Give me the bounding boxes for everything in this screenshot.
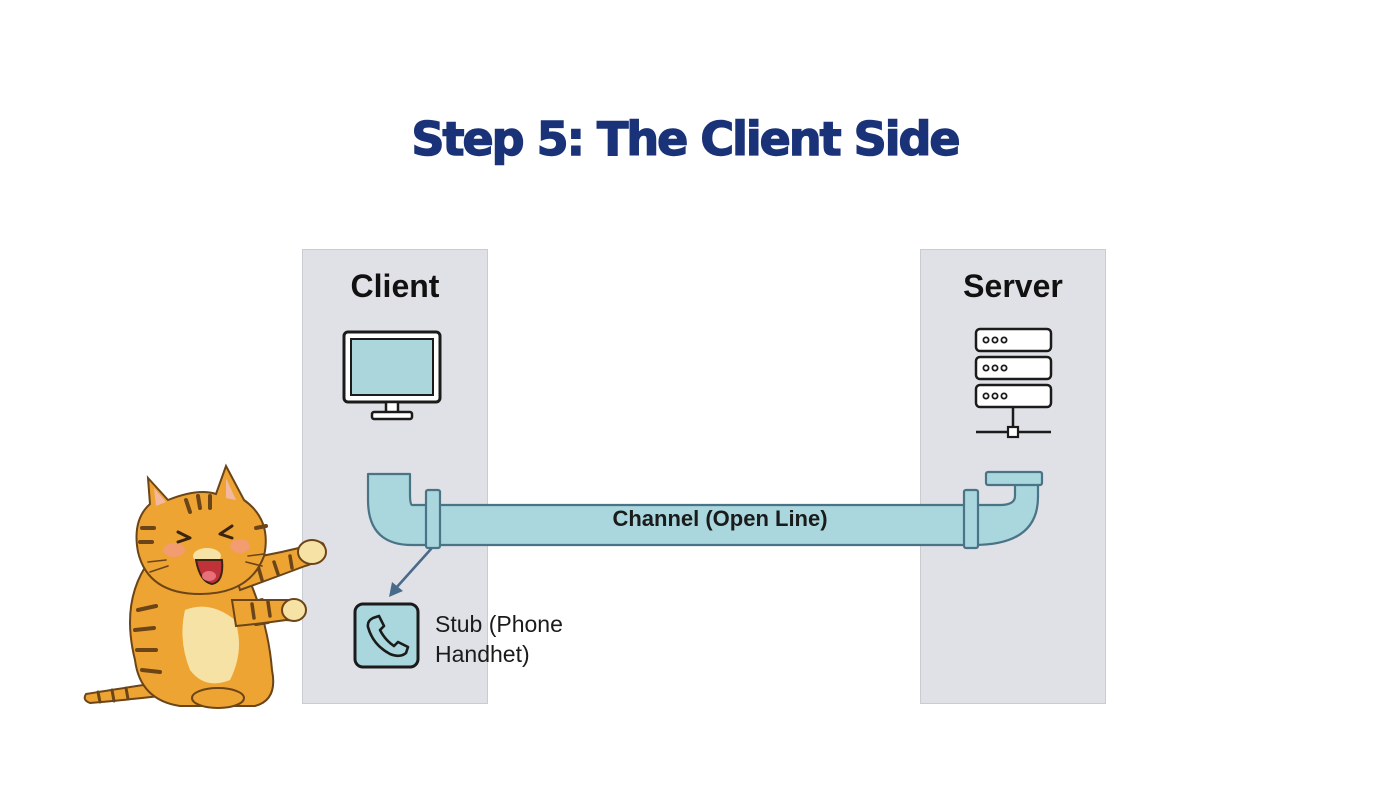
stub-arrow	[389, 547, 433, 597]
cat-mascot-illustration	[83, 463, 327, 709]
server-rack-icon	[974, 327, 1053, 439]
stub-label: Stub (Phone Handhet)	[435, 611, 563, 667]
monitor-icon	[342, 330, 442, 421]
server-label: Server	[963, 268, 1063, 304]
slide-title: Step 5: The Client Side	[411, 111, 962, 166]
channel-label: Channel (Open Line)	[612, 506, 828, 531]
phone-icon	[353, 602, 420, 669]
channel-pipe	[366, 470, 1044, 550]
client-label: Client	[350, 268, 440, 304]
